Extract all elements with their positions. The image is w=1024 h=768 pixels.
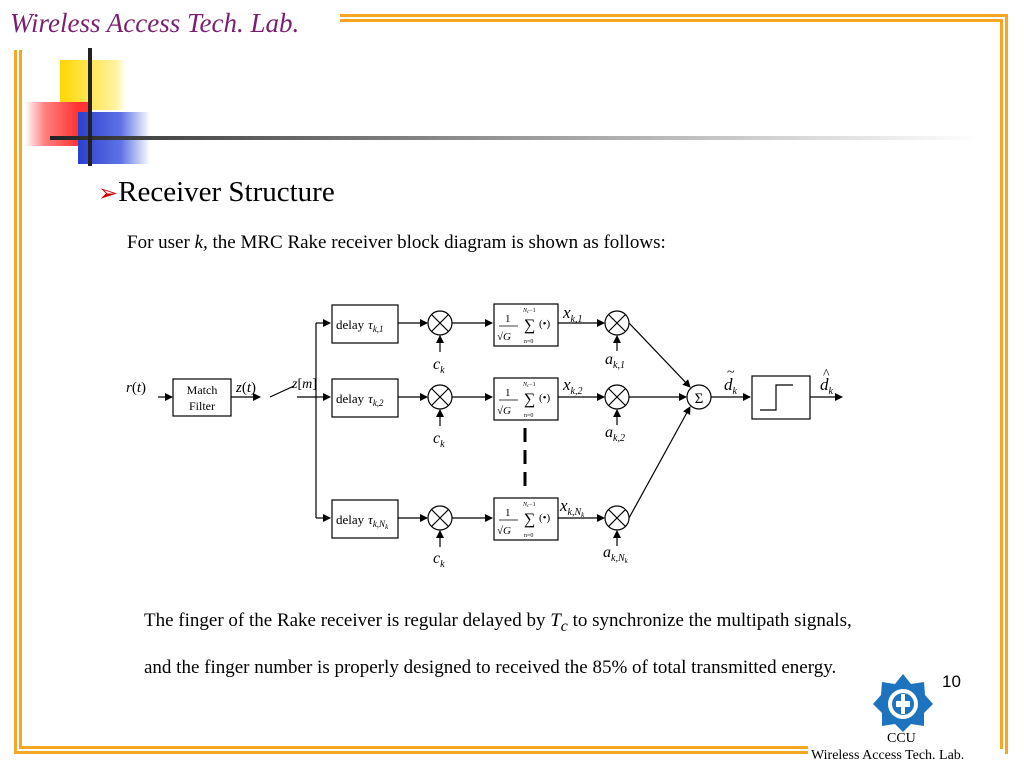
finger-output-label-1: xk,1 (562, 303, 583, 325)
svg-text:∑: ∑ (524, 511, 535, 528)
finger-output-label-3: xk,Nk (559, 496, 585, 519)
code-label-3: ck (433, 550, 445, 570)
svg-text:1: 1 (505, 387, 511, 399)
svg-text:(•): (•) (539, 512, 551, 524)
combined-accent: ~ (727, 365, 735, 380)
match-filter-block (172, 378, 232, 417)
weight-label-2: ak,2 (605, 424, 625, 444)
svg-text:(•): (•) (539, 318, 551, 330)
weight-label-3: ak,Nk (603, 544, 629, 565)
lab-title: Wireless Access Tech. Lab. (10, 8, 300, 38)
frame-left-inner (19, 50, 22, 749)
heading-text: Receiver Structure (118, 176, 335, 208)
frame-left (14, 50, 17, 754)
match-filter-label-2: Filter (189, 399, 215, 413)
accumulator-block-3 (493, 497, 559, 541)
slide-heading: ➢Receiver Structure (98, 176, 335, 209)
sampler-switch (269, 385, 295, 398)
weight-label-1: ak,1 (605, 351, 625, 371)
frame-top (340, 14, 1008, 17)
intro-var: k, (194, 232, 208, 253)
code-label-1: ck (433, 356, 445, 376)
svg-text:n=0: n=0 (524, 413, 533, 419)
decor-line-horizontal (50, 136, 980, 140)
svg-text:Nc−1: Nc−1 (522, 308, 536, 315)
frame-right-inner (1000, 19, 1003, 749)
page-number: 10 (942, 672, 961, 691)
delay-block-3 (331, 499, 399, 539)
svg-text:√G: √G (497, 331, 511, 343)
svg-text:1: 1 (505, 507, 511, 519)
body-paragraph: The finger of the Rake receiver is regul… (144, 600, 864, 688)
body-var: T (550, 610, 561, 631)
finger-output-label-2: xk,2 (562, 375, 583, 397)
body-part-2: to synchronize the multipath signals, an… (144, 610, 852, 678)
delay-block-2 (331, 378, 399, 418)
svg-text:√G: √G (497, 525, 511, 537)
svg-text:√G: √G (497, 405, 511, 417)
university-logo-icon (873, 674, 933, 732)
combiner-sigma: Σ (695, 391, 704, 407)
frame-top-inner (340, 19, 1003, 22)
frame-bottom (14, 751, 808, 754)
decor-line-vertical (88, 48, 92, 166)
intro-prefix: For user (127, 232, 195, 253)
decision-accent: ^ (823, 367, 830, 382)
code-label-2: ck (433, 430, 445, 450)
sampled-signal-label: z[m] (291, 377, 317, 392)
svg-text:n=0: n=0 (524, 339, 533, 345)
decision-label: dk (820, 375, 834, 397)
body-var-sub: c (560, 617, 568, 635)
frame-bottom-inner (19, 746, 808, 749)
step-icon (760, 384, 793, 411)
svg-text:∑: ∑ (524, 317, 535, 334)
svg-text:Nc−1: Nc−1 (522, 382, 536, 389)
footer-university: CCU (887, 731, 916, 746)
input-signal-label: r(t) (126, 380, 146, 396)
accumulator-block-1 (493, 303, 559, 347)
match-filter-label-1: Match (187, 383, 218, 397)
intro-text: For user k, the MRC Rake receiver block … (127, 232, 666, 254)
svg-text:n=0: n=0 (524, 533, 533, 539)
bullet-arrow-icon: ➢ (98, 181, 119, 207)
svg-text:∑: ∑ (524, 391, 535, 408)
filter-output-label: z(t) (235, 380, 256, 396)
frame-right (1005, 14, 1008, 754)
decision-block (751, 375, 811, 420)
accumulator-formula-2: 1 √G Nc−1 ∑ n=0 (•) (497, 382, 551, 419)
footer-lab: Wireless Access Tech. Lab. (811, 748, 965, 763)
svg-text:(•): (•) (539, 392, 551, 404)
accumulator-formula-1: 1 √G Nc−1 ∑ n=0 (•) (497, 308, 551, 345)
accumulator-block-2 (493, 377, 559, 421)
decor-square-yellow (60, 60, 126, 110)
intro-suffix: the MRC Rake receiver block diagram is s… (207, 232, 666, 253)
accumulator-formula-3: 1 √G Nc−1 ∑ n=0 (•) (497, 502, 551, 539)
body-part-1: The finger of the Rake receiver is regul… (144, 610, 551, 631)
svg-text:Nc−1: Nc−1 (522, 502, 536, 509)
svg-text:1: 1 (505, 313, 511, 325)
delay-block-1 (331, 304, 399, 344)
combined-label: dk (724, 375, 738, 397)
